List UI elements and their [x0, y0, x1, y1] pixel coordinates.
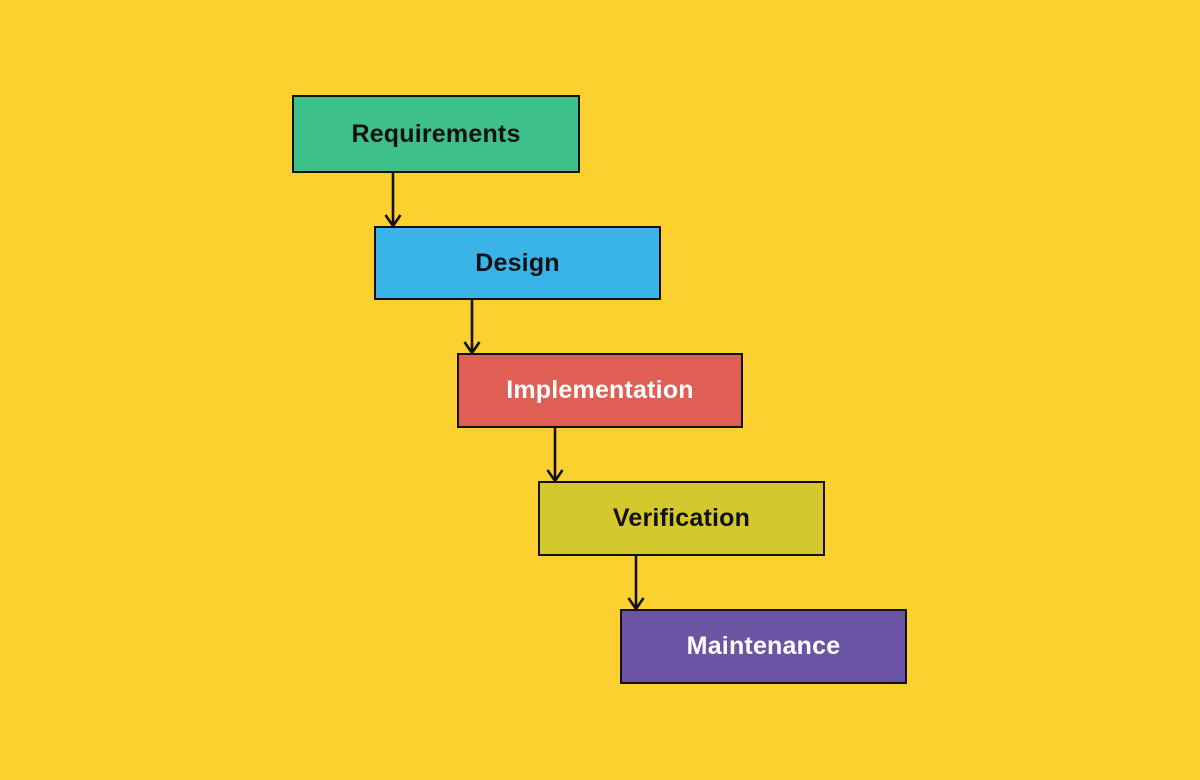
stage-box-implementation[interactable]: Implementation — [457, 353, 743, 428]
stage-box-design[interactable]: Design — [374, 226, 661, 300]
stage-box-verification[interactable]: Verification — [538, 481, 825, 556]
stage-label-verification: Verification — [612, 504, 751, 532]
stage-label-maintenance: Maintenance — [686, 632, 841, 660]
stage-box-maintenance[interactable]: Maintenance — [620, 609, 907, 684]
connector-requirements-to-design — [384, 173, 402, 229]
stage-label-design: Design — [475, 248, 560, 277]
stage-label-implementation: Implementation — [506, 376, 694, 404]
stage-box-requirements[interactable]: Requirements — [292, 95, 580, 173]
connector-verification-to-maintenance — [627, 556, 645, 612]
connector-design-to-implementation — [463, 300, 481, 356]
stage-label-requirements: Requirements — [351, 119, 521, 148]
connector-implementation-to-verification — [546, 428, 564, 484]
